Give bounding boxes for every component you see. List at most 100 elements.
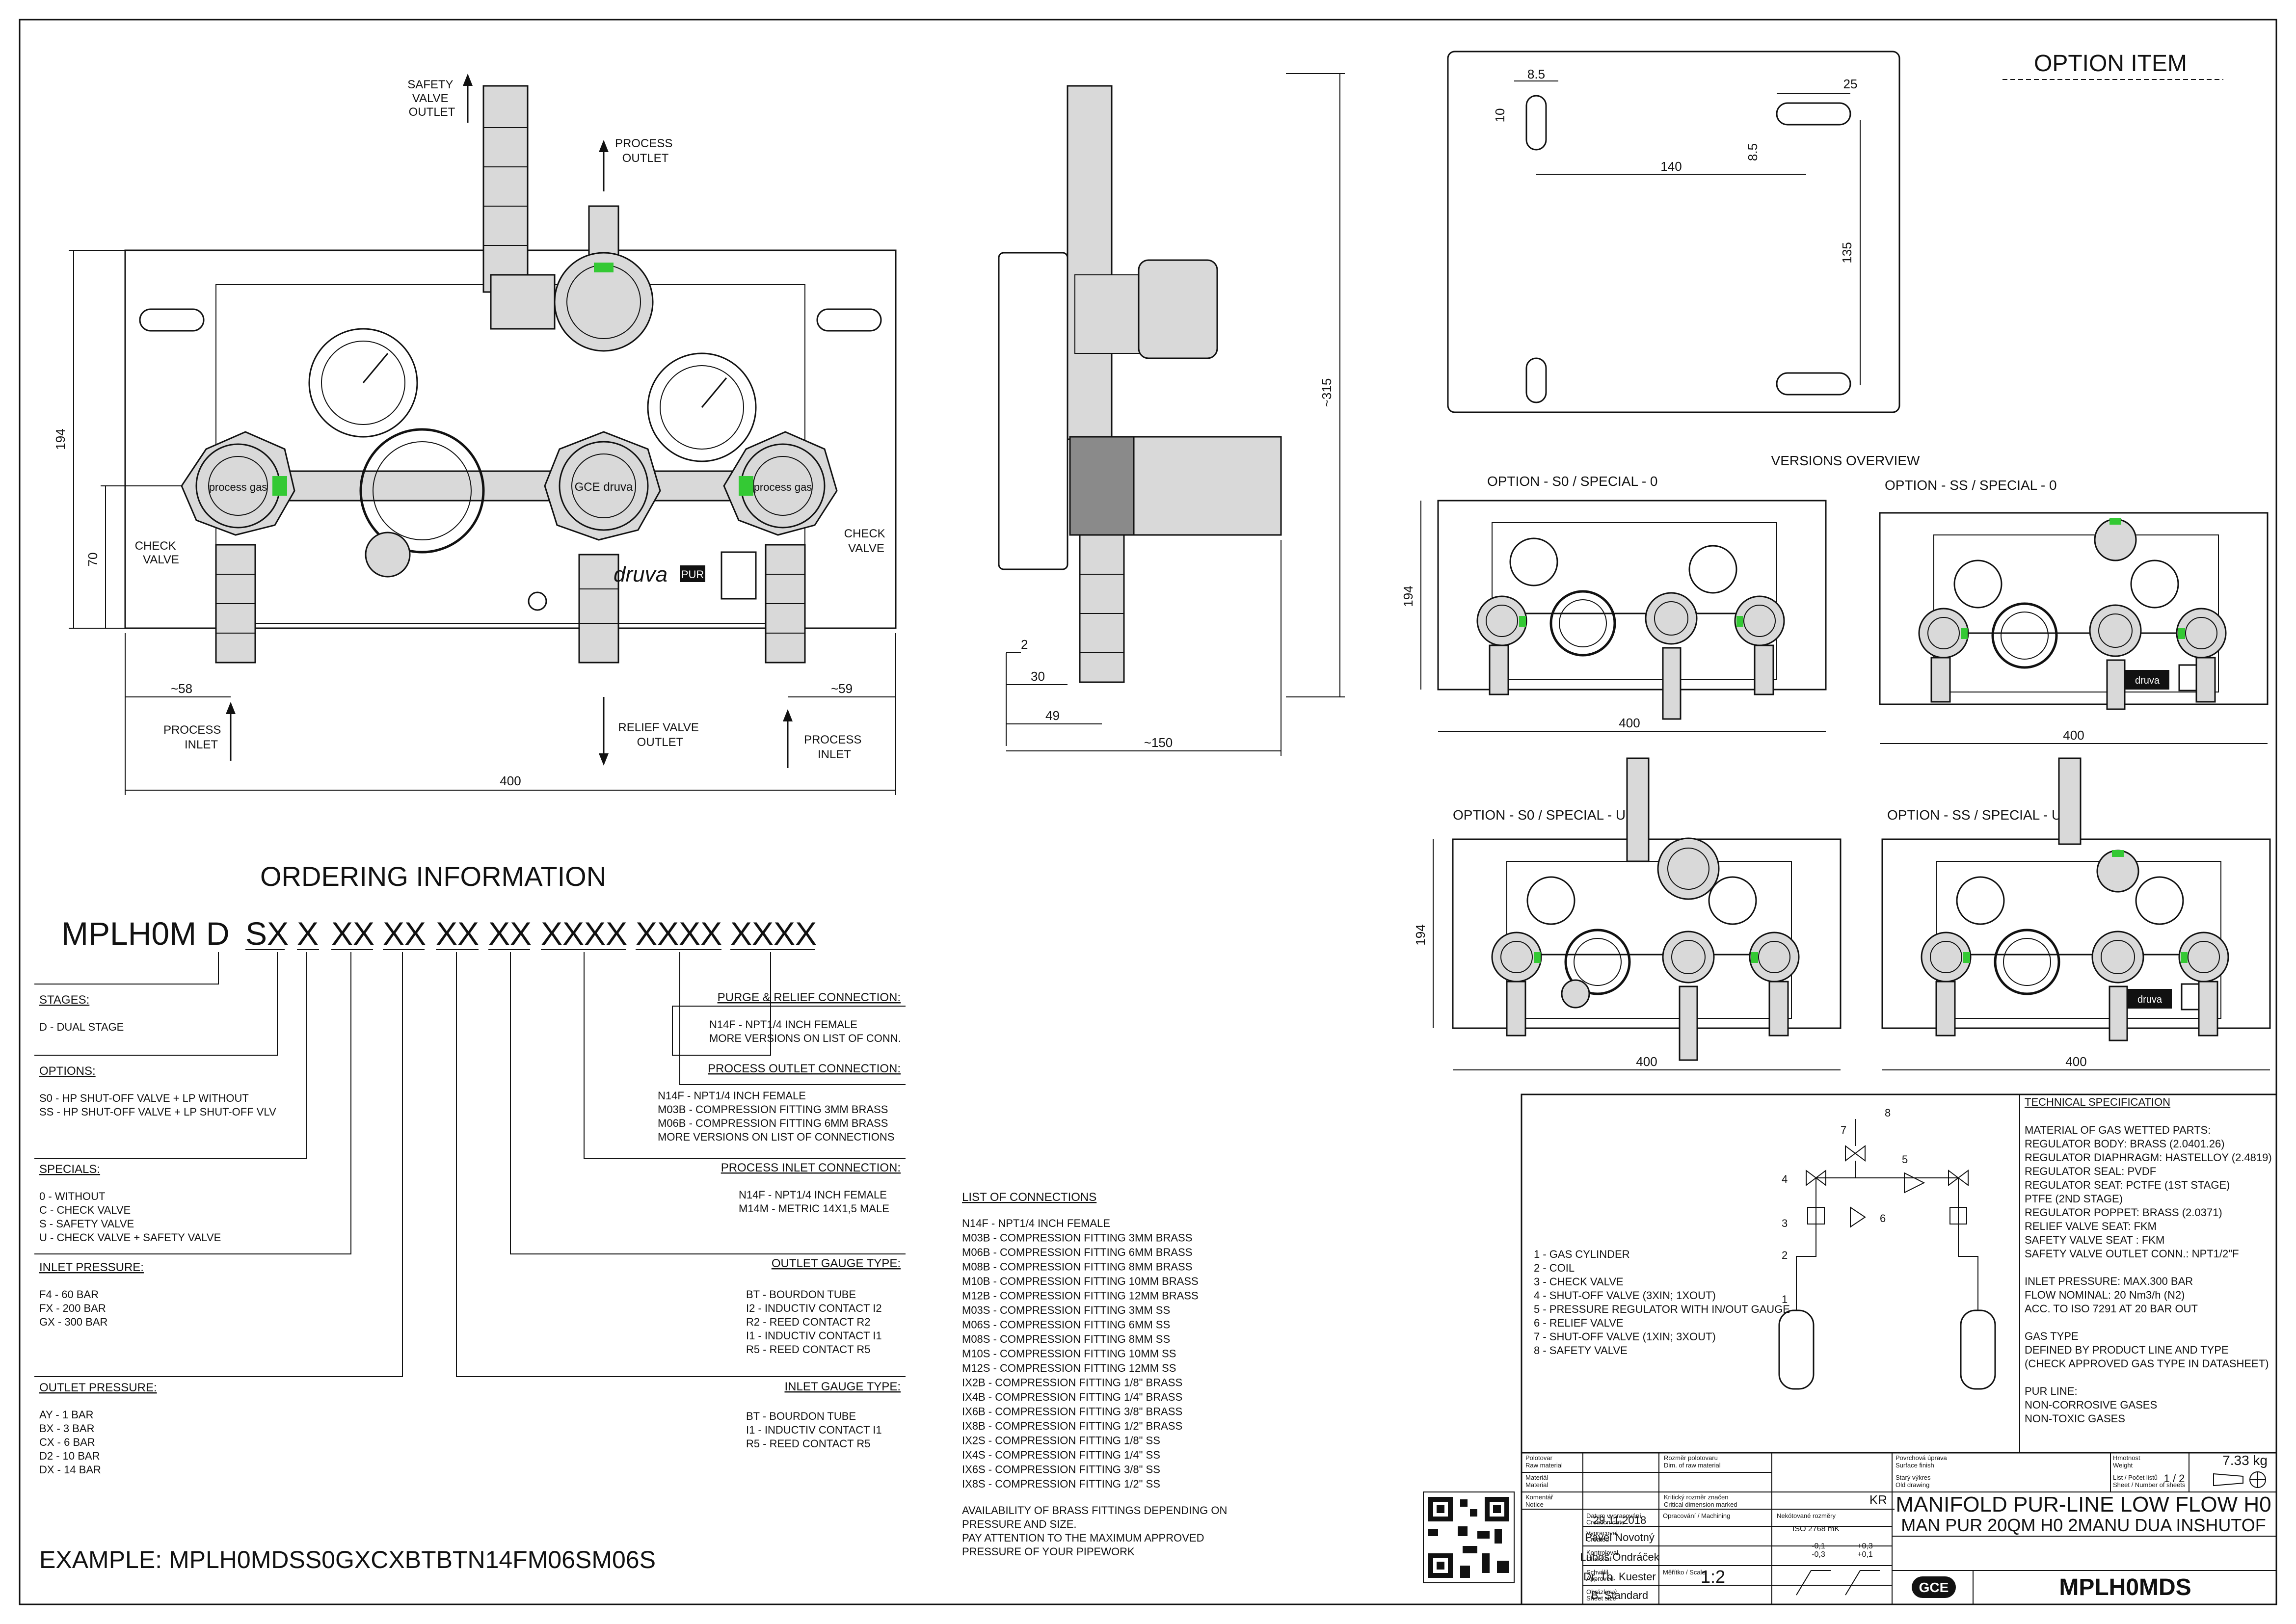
specials-line: C - CHECK VALVE (39, 1204, 131, 1216)
tech-spec-line: INLET PRESSURE: MAX.300 BAR (2025, 1275, 2193, 1287)
tb-title-1: MANIFOLD PUR-LINE LOW FLOW H0 (1896, 1492, 2271, 1517)
version-label-3: OPTION - S0 / SPECIAL - U (1453, 807, 1626, 823)
tb-sheet: 1 / 2 (2164, 1472, 2185, 1485)
connection-item: M08B - COMPRESSION FITTING 8MM BRASS (962, 1261, 1192, 1273)
safety-valve-outlet-label: SAFETY VALVE OUTLET (407, 78, 456, 119)
tb-label: Materiál (1525, 1474, 1548, 1481)
relief-valve (578, 554, 619, 664)
connection-item: IX6B - COMPRESSION FITTING 3/8" BRASS (962, 1406, 1182, 1418)
legend-item: 2 - COIL (1534, 1262, 1575, 1274)
mounting-slot (816, 308, 882, 332)
code-segment: XXXX (541, 915, 627, 952)
version-label-1: OPTION - S0 / SPECIAL - 0 (1487, 474, 1658, 489)
schem-num: 3 (1782, 1217, 1788, 1229)
process-inlet-heading: PROCESS INLET CONNECTION: (721, 1161, 901, 1174)
screw-icon (528, 591, 547, 611)
tb-label: Opracování / Machining (1663, 1512, 1730, 1519)
legend-item: 7 - SHUT-OFF VALVE (1XIN; 3XOUT) (1534, 1331, 1716, 1343)
connection-item: M03B - COMPRESSION FITTING 3MM BRASS (962, 1232, 1192, 1244)
code-segment: D (206, 915, 230, 952)
tb-label: Sheet / Number of sheets (2113, 1481, 2186, 1489)
version-1-drawing: 194 400 (1401, 500, 1827, 732)
tb-label: Material (1525, 1481, 1548, 1489)
gce-logo-text: GCE (1919, 1580, 1949, 1595)
specials-heading: SPECIALS: (39, 1163, 100, 1176)
tech-spec-line: DEFINED BY PRODUCT LINE AND TYPE (2025, 1344, 2229, 1356)
tb-label: Datum vypracování (1586, 1512, 1641, 1519)
tech-spec-line: REGULATOR POPPET: BRASS (2.0371) (2025, 1206, 2222, 1219)
tech-spec-heading: TECHNICAL SPECIFICATION (2025, 1096, 2170, 1108)
connections-heading: LIST OF CONNECTIONS (962, 1191, 1096, 1204)
center-regulator-hex (544, 431, 661, 541)
leader-lines (34, 952, 906, 1377)
tb-scale: 1:2 (1701, 1567, 1725, 1587)
tech-spec-line: RELIEF VALVE SEAT: FKM (2025, 1220, 2157, 1232)
center-reg-label: GCE druva (575, 480, 633, 494)
tech-spec-line: (CHECK APPROVED GAS TYPE IN DATASHEET) (2025, 1358, 2269, 1370)
brand-badge: PUR (681, 568, 704, 581)
tb-label: Notice (1525, 1501, 1544, 1508)
tb-label: Approved (1586, 1575, 1614, 1582)
legend-item: 8 - SAFETY VALVE (1534, 1344, 1628, 1357)
check-valve-right-label: CHECK VALVE (844, 527, 889, 555)
legend-item: 5 - PRESSURE REGULATOR WITH IN/OUT GAUGE (1534, 1303, 1790, 1315)
flow-schematic: 4 3 2 1 5 6 7 8 (1778, 1107, 1996, 1390)
tb-label: Surface finish (1896, 1462, 1934, 1469)
left-regulator-hex (181, 431, 295, 536)
stages-line: D - DUAL STAGE (39, 1021, 124, 1033)
outlet-gauge-line: BT - BOURDON TUBE (746, 1288, 856, 1301)
tb-label: Created (1586, 1536, 1609, 1543)
connection-item: M06S - COMPRESSION FITTING 6MM SS (962, 1319, 1170, 1331)
options-line: SS - HP SHUT-OFF VALVE + LP SHUT-OFF VLV (39, 1106, 276, 1118)
inlet-pressure-line: F4 - 60 BAR (39, 1288, 99, 1301)
side-view: ~315 2 30 49 ~150 (998, 73, 1345, 756)
connections-note: AVAILABILITY OF BRASS FITTINGS DEPENDING… (962, 1504, 1227, 1517)
tech-spec-line: NON-TOXIC GASES (2025, 1412, 2125, 1425)
connection-item: IX6S - COMPRESSION FITTING 3/8" SS (962, 1464, 1160, 1476)
specials-line: 0 - WITHOUT (39, 1190, 105, 1202)
connection-item: IX8S - COMPRESSION FITTING 1/2" SS (962, 1478, 1160, 1490)
relief-valve-outlet-label: RELIEF VALVE OUTLET (618, 721, 702, 749)
version-4-width: 400 (2065, 1054, 2086, 1069)
tb-label: Nekótované rozměry (1777, 1512, 1836, 1519)
tb-label: Povrchová úprava (1896, 1454, 1948, 1462)
versions-overview: VERSIONS OVERVIEW OPTION - S0 / SPECIAL … (1401, 453, 2271, 1070)
side-safety-column (1067, 85, 1113, 440)
qr-code (721, 551, 757, 600)
dim-slot-len: 25 (1843, 77, 1858, 91)
inlet-gauge-line: R5 - REED CONTACT R5 (746, 1438, 870, 1450)
inlet-pressure-line: GX - 300 BAR (39, 1316, 107, 1328)
schem-num: 4 (1782, 1173, 1788, 1185)
top-regulator (554, 252, 654, 352)
dim-width: 400 (500, 773, 521, 788)
connection-item: M08S - COMPRESSION FITTING 8MM SS (962, 1333, 1170, 1345)
side-inlet-fitting (1079, 534, 1125, 683)
tb-tolerance: ISO 2768 mK (1792, 1525, 1840, 1533)
version-4-drawing: druva 400 (1881, 757, 2271, 1070)
connection-item: IX4S - COMPRESSION FITTING 1/4" SS (962, 1449, 1160, 1461)
dim-right-offset: ~59 (831, 681, 853, 696)
tb-label: Sheet size (1586, 1595, 1616, 1602)
tech-spec-line: SAFETY VALVE SEAT : FKM (2025, 1234, 2164, 1246)
tb-label: Polotovar (1525, 1454, 1553, 1462)
connection-item: M10S - COMPRESSION FITTING 10MM SS (962, 1348, 1176, 1360)
bracket-slot (1776, 372, 1851, 396)
code-segment: XX (331, 915, 374, 952)
sheet-border (19, 19, 2277, 1605)
tech-spec-line: PUR LINE: (2025, 1385, 2078, 1397)
code-segment: XXXX (636, 915, 722, 952)
option-item: OPTION ITEM 8.5 10 25 8.5 140 135 (1447, 51, 2223, 413)
process-outlet-heading: PROCESS OUTLET CONNECTION: (708, 1062, 901, 1075)
connection-item: M06B - COMPRESSION FITTING 6MM BRASS (962, 1246, 1192, 1258)
process-inlet-right-label: PROCESS INLET (804, 733, 865, 761)
center-regulator (559, 441, 649, 531)
bracket-slot (1525, 357, 1547, 403)
gce-logo (1912, 1576, 1956, 1598)
tech-spec-line: PTFE (2ND STAGE) (2025, 1193, 2123, 1205)
schem-num: 5 (1902, 1153, 1908, 1166)
relief-knob (365, 532, 411, 578)
dim-side-depth: ~150 (1144, 735, 1173, 750)
legend-item: 3 - CHECK VALVE (1534, 1276, 1624, 1288)
dim-side-49: 49 (1045, 708, 1060, 723)
connection-item: IX2S - COMPRESSION FITTING 1/8" SS (962, 1435, 1160, 1447)
